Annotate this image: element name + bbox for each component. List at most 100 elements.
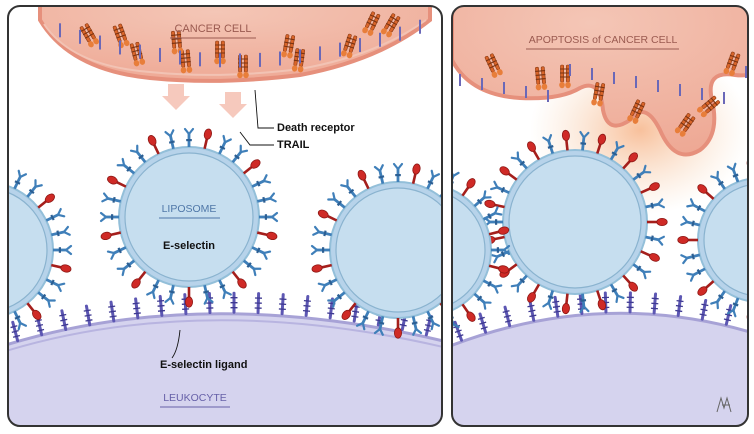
trail-protein (394, 318, 402, 339)
death-receptor (559, 64, 571, 89)
liposome (0, 163, 73, 336)
trail-protein (461, 178, 476, 197)
leukocyte-right (452, 291, 748, 426)
e-selectin-protein (37, 291, 56, 308)
death-receptor (723, 51, 741, 77)
e-selectin-protein (13, 169, 28, 190)
e-selectin-ligand (108, 300, 117, 323)
e-selectin-protein (542, 290, 555, 310)
e-selectin-ligand (83, 304, 93, 327)
e-selectin-protein (645, 235, 665, 246)
e-selectin-ligand (230, 291, 238, 314)
trail-protein (622, 274, 639, 292)
trail-protein (0, 163, 8, 184)
e-selectin-protein (426, 169, 441, 190)
e-selectin-ligand (34, 314, 45, 337)
trail-protein (677, 236, 698, 244)
e-selectin-protein (164, 284, 175, 305)
trail-protein (100, 231, 122, 241)
e-selectin-protein (327, 192, 346, 209)
e-selectin-protein (473, 190, 492, 208)
e-selectin-protein (312, 225, 333, 237)
e-selectin-protein (218, 279, 232, 300)
e-selectin-protein (106, 246, 127, 260)
e-selectin-protein (490, 180, 510, 194)
e-selectin-protein (473, 292, 492, 310)
trail-protein (488, 226, 510, 236)
death-receptor (674, 113, 696, 137)
e-selectin-protein (632, 164, 652, 181)
e-selectin-protein (242, 259, 262, 277)
apoptosis-label: APOPTOSIS of CANCER CELL (529, 34, 678, 46)
trail-protein (51, 263, 72, 273)
apoptotic-cancer-cell (452, 6, 748, 157)
liposome (99, 127, 279, 308)
e-selectin-ligand (675, 295, 684, 317)
death-receptor (380, 13, 401, 38)
e-selectin-protein (259, 211, 279, 223)
e-selectin-protein (392, 162, 404, 182)
e-selectin-protein (53, 244, 73, 256)
death-receptor-label: Death receptor (277, 122, 355, 134)
right-panel-frame (451, 5, 749, 427)
trail-protein (647, 218, 668, 226)
e-selectin-protein (645, 198, 665, 209)
leukocyte-membrane-inner (8, 319, 442, 357)
e-selectin-protein (45, 278, 66, 293)
e-selectin-protein (355, 310, 370, 331)
death-receptor (627, 99, 646, 124)
death-receptor (697, 95, 721, 118)
death-receptor (214, 40, 226, 65)
left-panel-frame (7, 5, 443, 427)
trail-protein (131, 270, 147, 289)
trail-protein (203, 128, 213, 150)
trail-protein (311, 263, 332, 273)
death-receptor (281, 34, 296, 59)
e-selectin-ligand (132, 297, 141, 320)
e-selectin-ligand (527, 300, 537, 322)
e-selectin-protein (183, 127, 195, 147)
trail-leader (239, 131, 274, 146)
e-selectin-protein (726, 162, 740, 183)
trail-protein (488, 264, 510, 274)
e-selectin-ligand (278, 293, 287, 316)
liposome-label: LIPOSOME (162, 203, 217, 215)
e-selectin-protein (726, 297, 740, 318)
e-selectin-protein (251, 246, 272, 260)
trail-protein (317, 209, 338, 222)
e-selectin-protein (99, 211, 119, 223)
trail-protein (147, 135, 160, 155)
e-selectin-protein (373, 315, 385, 336)
e-selectin-protein (491, 244, 511, 256)
e-selectin-ligand-label: E-selectin ligand (160, 359, 247, 371)
trail-protein (242, 159, 261, 175)
trail-protein (527, 283, 541, 303)
ligand-leader (171, 329, 181, 359)
e-selectin-ligand (302, 294, 311, 317)
trail-label: TRAIL (277, 139, 310, 151)
binding-arrow (219, 92, 247, 118)
e-selectin-protein (609, 283, 625, 304)
e-selectin-protein (26, 179, 43, 198)
label-leader-lines (171, 89, 274, 359)
trail-protein (185, 287, 193, 308)
trail-protein (697, 184, 715, 200)
e-selectin-ligand (10, 320, 21, 343)
e-selectin-ligand (327, 297, 336, 320)
right-panel (452, 6, 748, 426)
e-selectin-protein (164, 129, 175, 150)
e-selectin-ligand (650, 292, 659, 315)
cancer-cell-label: CANCER CELL (174, 23, 251, 35)
trail-protein (107, 175, 127, 188)
left-panel (0, 6, 442, 426)
e-selectin-ligand (723, 304, 734, 326)
e-selectin-ligand (502, 305, 513, 328)
death-receptor (362, 11, 381, 36)
e-selectin-protein (609, 140, 625, 161)
trail-protein (596, 290, 607, 311)
e-selectin-protein (218, 134, 232, 155)
leukocyte-label: LEUKOCYTE (163, 392, 227, 404)
trail-protein (411, 163, 421, 184)
trail-protein (596, 133, 607, 154)
trail-protein (357, 169, 370, 190)
